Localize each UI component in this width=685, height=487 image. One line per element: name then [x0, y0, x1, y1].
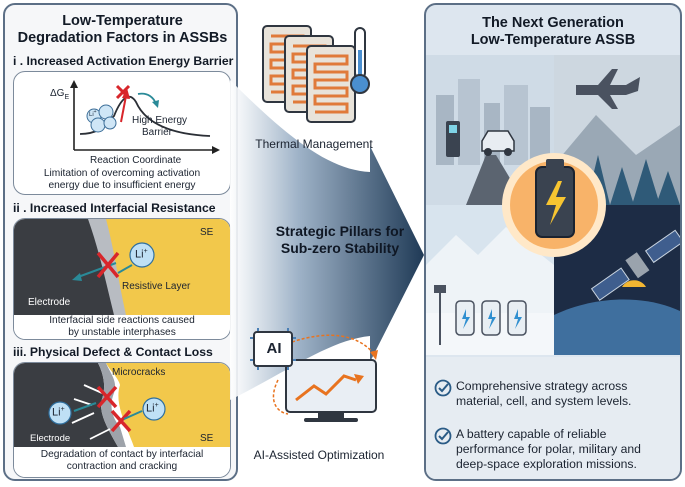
right-title-line1: The Next Generation [482, 15, 624, 31]
thermal-management-label: Thermal Management [255, 137, 373, 151]
se-label: SE [200, 227, 214, 238]
section3-caption-2: contraction and cracking [66, 461, 178, 472]
barrier-label-1: High Energy [132, 115, 188, 126]
strategy-flow-arrow [230, 80, 424, 400]
barrier-label-2: Barrier [142, 127, 173, 138]
check-circle-icon [434, 427, 452, 445]
bullet-1: Comprehensive strategy across material, … [456, 379, 632, 408]
interface-diagram [14, 219, 230, 339]
section1-caption-2: energy due to insufficient energy [48, 180, 196, 191]
thermal-panels-icon [262, 25, 356, 123]
li-ion-label-left: Li+ [52, 406, 65, 419]
section1-heading: i . Increased Activation Energy Barrier [13, 54, 234, 68]
delta-g-label: ΔGE [50, 88, 70, 101]
crack-diagram [14, 363, 230, 477]
strategic-pillars-title: Strategic Pillars for Sub-zero Stability [250, 223, 430, 257]
section2-caption-1: Interfacial side reactions caused [49, 315, 195, 326]
li-bubble-label: Li+ [89, 109, 97, 118]
bullet-2: A battery capable of reliable performanc… [456, 427, 641, 471]
section2-caption-2: by unstable interphases [68, 327, 176, 338]
pillars-line1: Strategic Pillars for [275, 223, 405, 239]
left-title-line1: Low-Temperature [62, 13, 183, 29]
activation-energy-box: ΔGE Li+ High Energy Barrier Reaction Coo… [13, 71, 231, 195]
application-scenes [426, 55, 680, 355]
check-circle-icon [434, 379, 452, 397]
thermometer-icon [350, 27, 370, 94]
contact-loss-box: Microcracks Li+ Li+ Electrode SE Degrada… [13, 362, 231, 478]
next-gen-assb-panel: The Next Generation Low-Temperature ASSB [424, 3, 682, 481]
ai-chip-text: AI [266, 340, 282, 357]
ai-optimization-label: AI-Assisted Optimization [253, 448, 385, 462]
interfacial-resistance-box: SE Li+ Resistive Layer Electrode Interfa… [13, 218, 231, 340]
section1-caption-1: Limitation of overcoming activation [43, 168, 201, 179]
right-title-line2: Low-Temperature ASSB [470, 32, 636, 48]
benefits-list: Comprehensive strategy across material, … [426, 357, 680, 479]
microcracks-label: Microcracks [112, 367, 166, 378]
degradation-factors-panel: Low-Temperature Degradation Factors in A… [3, 3, 238, 481]
energy-diagram [70, 80, 220, 154]
electrode-label-3: Electrode [30, 433, 71, 444]
section3-heading: iii. Physical Defect & Contact Loss [13, 345, 213, 359]
section2-heading: ii . Increased Interfacial Resistance [13, 201, 216, 215]
pillars-line2: Sub-zero Stability [280, 240, 400, 256]
li-ion-label: Li+ [135, 248, 148, 261]
se-label-3: SE [200, 433, 214, 444]
left-title-line2: Degradation Factors in ASSBs [17, 30, 228, 46]
ai-optimization-icon [250, 328, 378, 422]
section3-caption-1: Degradation of contact by interfacial [40, 449, 204, 460]
resistive-layer-label: Resistive Layer [122, 281, 191, 292]
x-axis-label: Reaction Coordinate [90, 155, 182, 166]
li-ion-cluster [86, 104, 117, 133]
li-ion-label-right: Li+ [146, 402, 159, 415]
electrode-label: Electrode [28, 297, 71, 308]
